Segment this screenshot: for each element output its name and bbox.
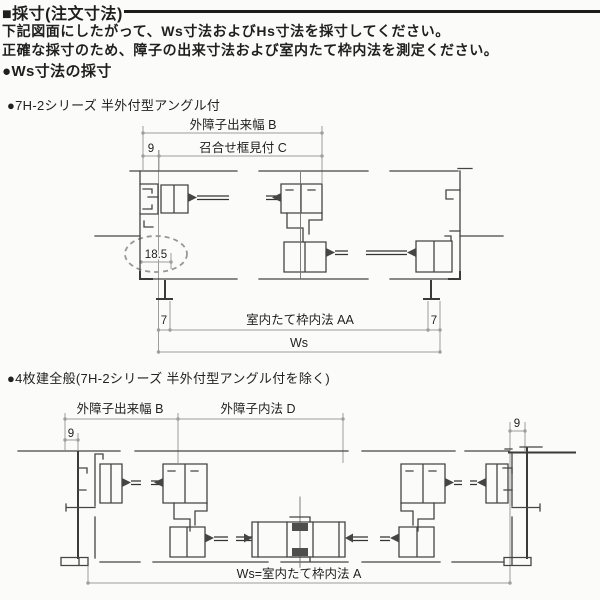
dim-label-ws: Ws (290, 336, 308, 350)
figure1-dimension-ends (139, 131, 442, 354)
detail-highlight-ellipse (124, 235, 188, 273)
dim-label-18-5: 18.5 (145, 249, 167, 261)
dim-label-outer-sash-width-b2: 外障子出来幅 B (77, 401, 164, 416)
figure2-drawing: 外障子出来幅 B 外障子内法 D 9 9 Ws=室内たて枠内法 A (17, 400, 576, 585)
figure1-meeting-stiles (280, 172, 327, 279)
dim-label-interior-jamb-aa: 室内たて枠内法 AA (246, 312, 354, 327)
dim-label-ws-formula: Ws=室内たて枠内法 A (237, 566, 362, 581)
dim-label-7-right: 7 (431, 315, 437, 327)
figure1-outer-sash (160, 184, 281, 214)
figure1-inner-sash (326, 240, 453, 273)
figure2-right-frame (502, 446, 543, 567)
section-heading-ws: ●Ws寸法の採寸 (2, 63, 112, 80)
figure2-left-frame (60, 451, 104, 567)
figure1-left-jamb (139, 170, 173, 300)
figure1-caption: ●7H-2シリーズ 半外付型アングル付 (7, 98, 221, 113)
figure1-drawing: 外障子出来幅 B 9 召合せ框見付 C 18.5 7 7 室内たて枠内法 AA … (94, 116, 504, 354)
figure2-lower-right-sash (345, 526, 435, 558)
dim-label-offset-9: 9 (148, 143, 154, 155)
title-rule (124, 10, 600, 13)
figure1-wall-lines (94, 167, 504, 280)
figure2-dimension-ends (63, 417, 527, 585)
figure2-wall-lines (17, 450, 576, 573)
instruction-line-1: 下記図面にしたがって、Ws寸法およびHs寸法を採寸してください。 (2, 23, 450, 39)
dim-label-offset-9-right: 9 (514, 418, 520, 430)
figure2-upper-right-sash (400, 463, 509, 532)
figure2-caption: ●4枚建全般(7H-2シリーズ 半外付型アングル付を除く) (7, 371, 331, 386)
figure2-lower-left-sash (169, 526, 252, 558)
dim-label-outer-sash-width-b: 外障子出来幅 B (190, 117, 277, 132)
figure2-upper-left-sash (99, 463, 208, 532)
instruction-line-2: 正確な採寸のため、障子の出来寸法および室内たて枠内法を測定ください。 (2, 42, 499, 58)
page-title: ■採寸(注文寸法) (2, 6, 123, 23)
dim-label-meeting-stile-c: 召合せ框見付 C (199, 140, 287, 155)
figure1-right-jamb (423, 170, 461, 300)
dim-label-7-left: 7 (161, 315, 167, 327)
dim-label-offset-9-left: 9 (68, 428, 74, 440)
dim-label-outer-sash-inner-d: 外障子内法 D (220, 401, 295, 416)
figure2-center-interlock (251, 516, 346, 562)
